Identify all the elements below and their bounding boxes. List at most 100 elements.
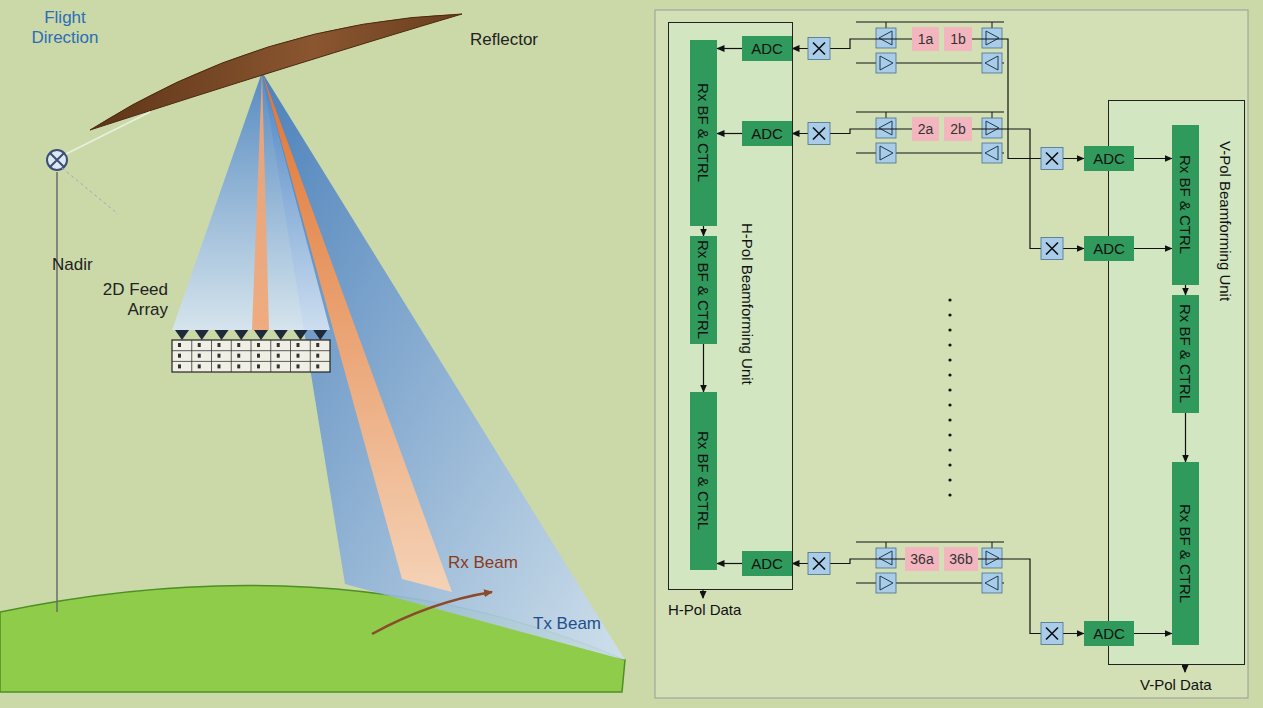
text-label: Flight Direction [10, 8, 120, 48]
channel-box: 36a [905, 547, 939, 571]
tx-beam [262, 72, 625, 660]
connector [978, 559, 1084, 634]
amplifier-triangle [879, 551, 892, 565]
feed-element [257, 343, 260, 347]
text-label: V-Pol Data [1140, 676, 1212, 693]
adc-box: ADC [742, 121, 792, 146]
feed-element [316, 354, 319, 358]
feed-element [198, 354, 201, 358]
wire [992, 22, 993, 28]
feed-element [237, 364, 240, 368]
mixer-cross [1046, 153, 1058, 165]
box-label: 36a [910, 551, 933, 567]
feed-element [218, 343, 221, 347]
box-label: Rx BF & CTRL [695, 431, 712, 530]
boom-line [66, 112, 150, 154]
feed-element [313, 330, 327, 340]
mixer-symbol [808, 553, 830, 575]
grid-line [251, 340, 252, 372]
grid-line [290, 340, 291, 372]
box-label: ADC [1093, 240, 1125, 257]
feed-element [316, 343, 319, 347]
feed-element [277, 343, 280, 347]
amplifier-triangle [880, 146, 893, 160]
box-label: Rx BF & CTRL [1177, 304, 1194, 403]
amplifier-triangle [880, 56, 893, 70]
nadir-line [56, 172, 58, 612]
adc-box: ADC [742, 36, 792, 61]
amplifier-symbol [982, 548, 1002, 568]
reflector [90, 14, 462, 130]
box-label: Rx BF & CTRL [695, 83, 712, 182]
amplifier-triangle [986, 31, 999, 45]
connector [972, 129, 1084, 249]
adc-box: ADC [1084, 621, 1134, 646]
feed-element [218, 364, 221, 368]
grid-line [231, 340, 232, 372]
feed-element [254, 330, 268, 340]
feed-element [218, 354, 221, 358]
feed-element [277, 354, 280, 358]
amplifier-symbol [982, 143, 1002, 163]
wire [992, 112, 993, 118]
block-diagram-panel [655, 10, 1248, 698]
beamformer-box: Rx BF & CTRL [1172, 462, 1199, 645]
beamformer-box: Rx BF & CTRL [690, 392, 717, 570]
feed-beam [172, 72, 330, 330]
text-label: Reflector [470, 30, 538, 50]
feed-element [257, 364, 260, 368]
mixer-cross [813, 558, 825, 570]
boom-line [62, 168, 118, 214]
dot [948, 403, 951, 406]
unit-heading: V-Pol Beamforming Unit [1217, 141, 1234, 301]
amplifier-triangle [880, 576, 893, 590]
amplifier-symbol [982, 573, 1002, 593]
beamforming-unit: V-Pol Beamforming UnitRx BF & CTRLADCADC… [1108, 100, 1245, 665]
beamformer-box: Rx BF & CTRL [1172, 295, 1199, 413]
feed-element [175, 330, 189, 340]
ellipsis-dots [768, 248, 1137, 496]
box-label: 1a [918, 31, 934, 47]
wire [992, 542, 993, 548]
connector [972, 39, 1084, 159]
mixer-cross [1046, 628, 1058, 640]
wire [886, 542, 887, 548]
feed-element [237, 343, 240, 347]
box-label: 36b [949, 551, 972, 567]
amplifier-symbol [876, 548, 896, 568]
amplifier-symbol [982, 28, 1002, 48]
feed-element [215, 330, 229, 340]
feed-element [297, 354, 300, 358]
unit-heading: H-Pol Beamforming Unit [739, 223, 756, 385]
amplifier-symbol [876, 118, 896, 138]
channel-box: 2a [912, 117, 939, 141]
wire [856, 22, 1004, 23]
amplifier-symbol [982, 118, 1002, 138]
feed-element [316, 364, 319, 368]
amplifier-triangle [986, 551, 999, 565]
text-label: Rx Beam [448, 553, 518, 573]
wire [856, 542, 1004, 543]
mixer-symbol [1041, 148, 1063, 170]
wire [886, 22, 887, 28]
text-label: H-Pol Data [668, 601, 741, 618]
mixer-cross [813, 128, 825, 140]
wire [886, 112, 887, 118]
amplifier-triangle [879, 31, 892, 45]
box-label: Rx BF & CTRL [1177, 155, 1194, 254]
amplifier-symbol [876, 53, 896, 73]
box-label: ADC [1093, 625, 1125, 642]
box-label: ADC [751, 555, 783, 572]
feed-element [274, 330, 288, 340]
feed-element [198, 364, 201, 368]
box-label: ADC [1093, 150, 1125, 167]
amplifier-triangle [985, 56, 998, 70]
feed-element [178, 343, 181, 347]
grid-line [172, 350, 330, 351]
amplifier-symbol [876, 573, 896, 593]
box-label: ADC [751, 125, 783, 142]
feed-element [195, 330, 209, 340]
channel-box: 2b [944, 117, 972, 141]
